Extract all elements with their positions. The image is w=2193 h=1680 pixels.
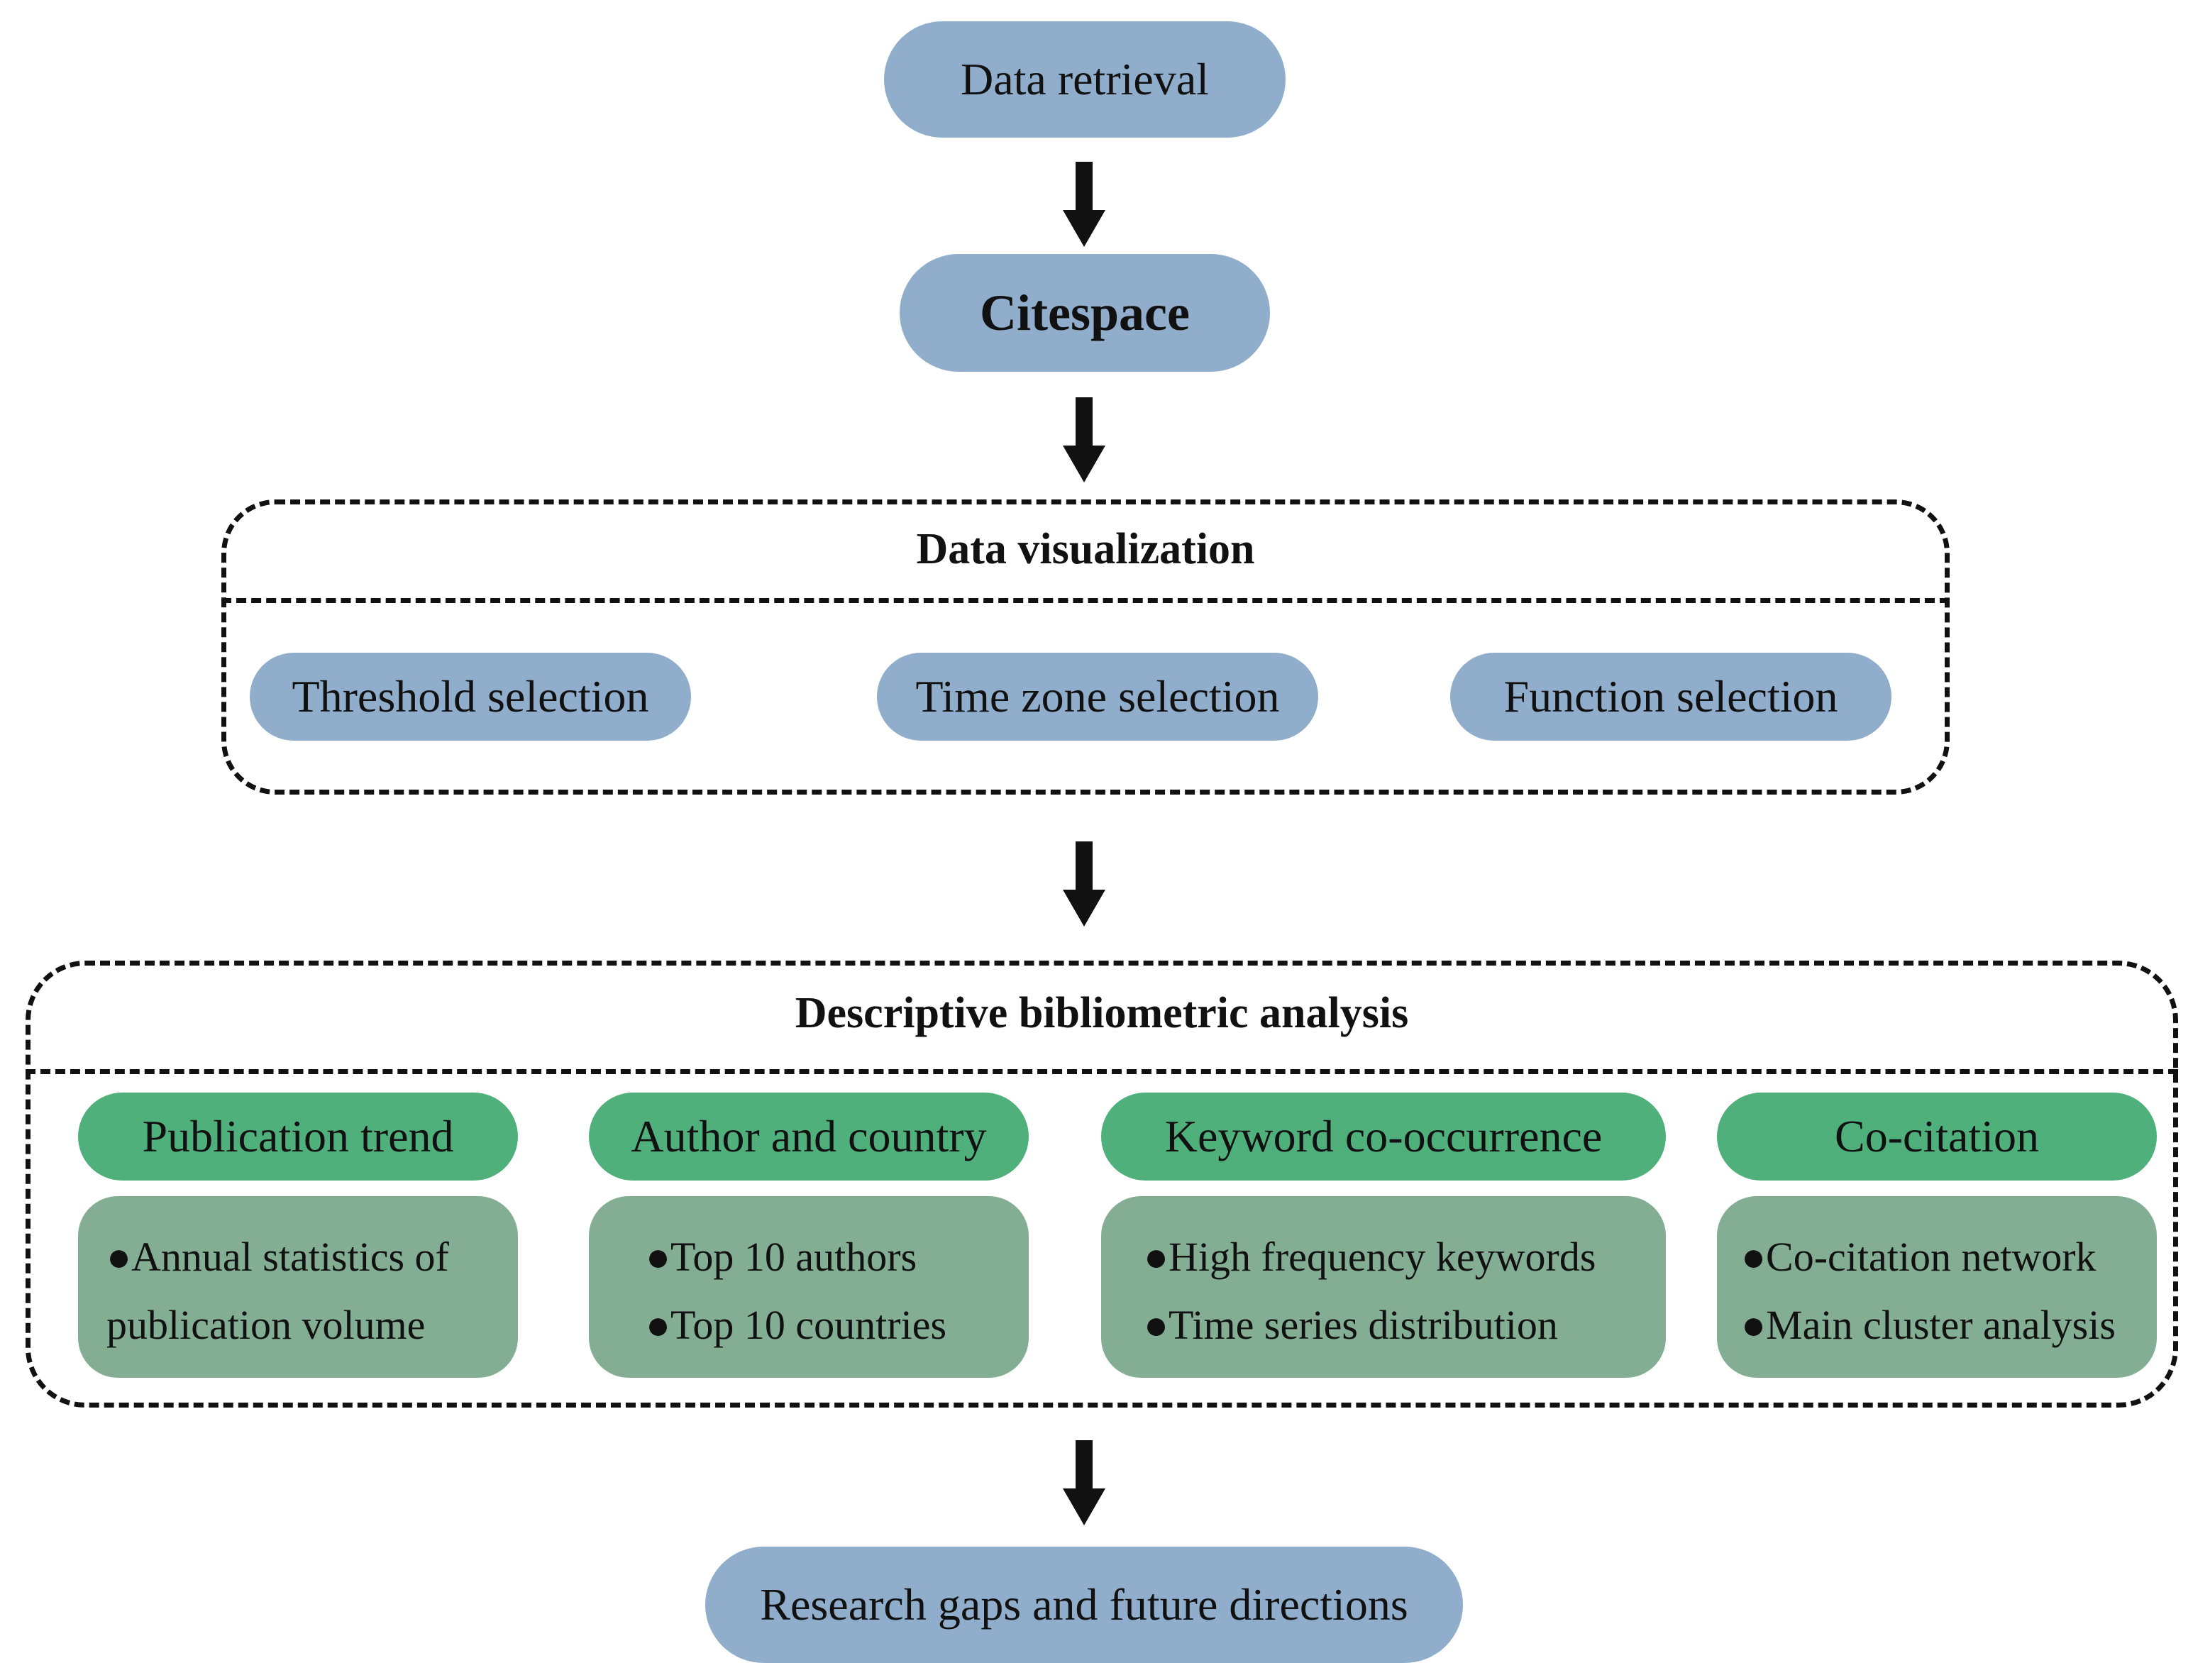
bibliometric-analysis-title: Descriptive bibliometric analysis bbox=[795, 989, 1409, 1037]
bullet-item: ●Time series distribution bbox=[1144, 1302, 1558, 1348]
bullet-item: ●Co-citation network bbox=[1741, 1234, 2097, 1280]
category-body-co-citation: ●Co-citation network ●Main cluster analy… bbox=[1717, 1196, 2157, 1378]
step-citespace: Citespace bbox=[900, 254, 1270, 372]
step-data-retrieval: Data retrieval bbox=[884, 21, 1286, 138]
bullet-item: ●High frequency keywords bbox=[1144, 1234, 1596, 1280]
time-zone-selection-label: Time zone selection bbox=[915, 671, 1280, 722]
data-visualization-group: Data visualization bbox=[221, 499, 1950, 795]
threshold-selection: Threshold selection bbox=[250, 653, 691, 741]
category-heading-label: Keyword co-occurrence bbox=[1164, 1111, 1603, 1161]
bullet-item: ●Annual statistics of bbox=[106, 1234, 449, 1280]
bullet-item: ●Top 10 authors bbox=[646, 1234, 917, 1280]
threshold-selection-label: Threshold selection bbox=[292, 671, 649, 722]
category-heading-author-and-country: Author and country bbox=[589, 1093, 1029, 1181]
bullet-item: ●Top 10 countries bbox=[646, 1302, 947, 1348]
step-citespace-label: Citespace bbox=[980, 284, 1190, 341]
divider-line bbox=[221, 598, 1950, 603]
arrow-down-icon bbox=[1063, 162, 1105, 247]
category-heading-label: Author and country bbox=[631, 1111, 987, 1161]
category-body-keyword-co-occurrence: ●High frequency keywords ●Time series di… bbox=[1101, 1196, 1666, 1378]
divider-line bbox=[26, 1069, 2178, 1074]
category-body-publication-trend: ●Annual statistics of publication volume bbox=[78, 1196, 518, 1378]
category-heading-label: Publication trend bbox=[142, 1111, 454, 1161]
time-zone-selection: Time zone selection bbox=[877, 653, 1318, 741]
arrow-down-icon bbox=[1063, 841, 1105, 927]
category-heading-co-citation: Co-citation bbox=[1717, 1093, 2157, 1181]
bullet-item: publication volume bbox=[106, 1302, 426, 1348]
function-selection: Function selection bbox=[1450, 653, 1891, 741]
bibliometric-analysis-group: Descriptive bibliometric analysis bbox=[26, 961, 2178, 1408]
step-research-gaps: Research gaps and future directions bbox=[705, 1547, 1463, 1663]
arrow-down-icon bbox=[1063, 1440, 1105, 1525]
category-heading-keyword-co-occurrence: Keyword co-occurrence bbox=[1101, 1093, 1666, 1181]
step-research-gaps-label: Research gaps and future directions bbox=[760, 1579, 1408, 1630]
category-heading-publication-trend: Publication trend bbox=[78, 1093, 518, 1181]
category-heading-label: Co-citation bbox=[1835, 1111, 2039, 1161]
data-visualization-title: Data visualization bbox=[916, 525, 1255, 573]
step-data-retrieval-label: Data retrieval bbox=[961, 54, 1209, 104]
category-body-author-and-country: ●Top 10 authors ●Top 10 countries bbox=[589, 1196, 1029, 1378]
function-selection-label: Function selection bbox=[1503, 671, 1838, 722]
bullet-item: ●Main cluster analysis bbox=[1741, 1302, 2116, 1348]
arrow-down-icon bbox=[1063, 397, 1105, 482]
